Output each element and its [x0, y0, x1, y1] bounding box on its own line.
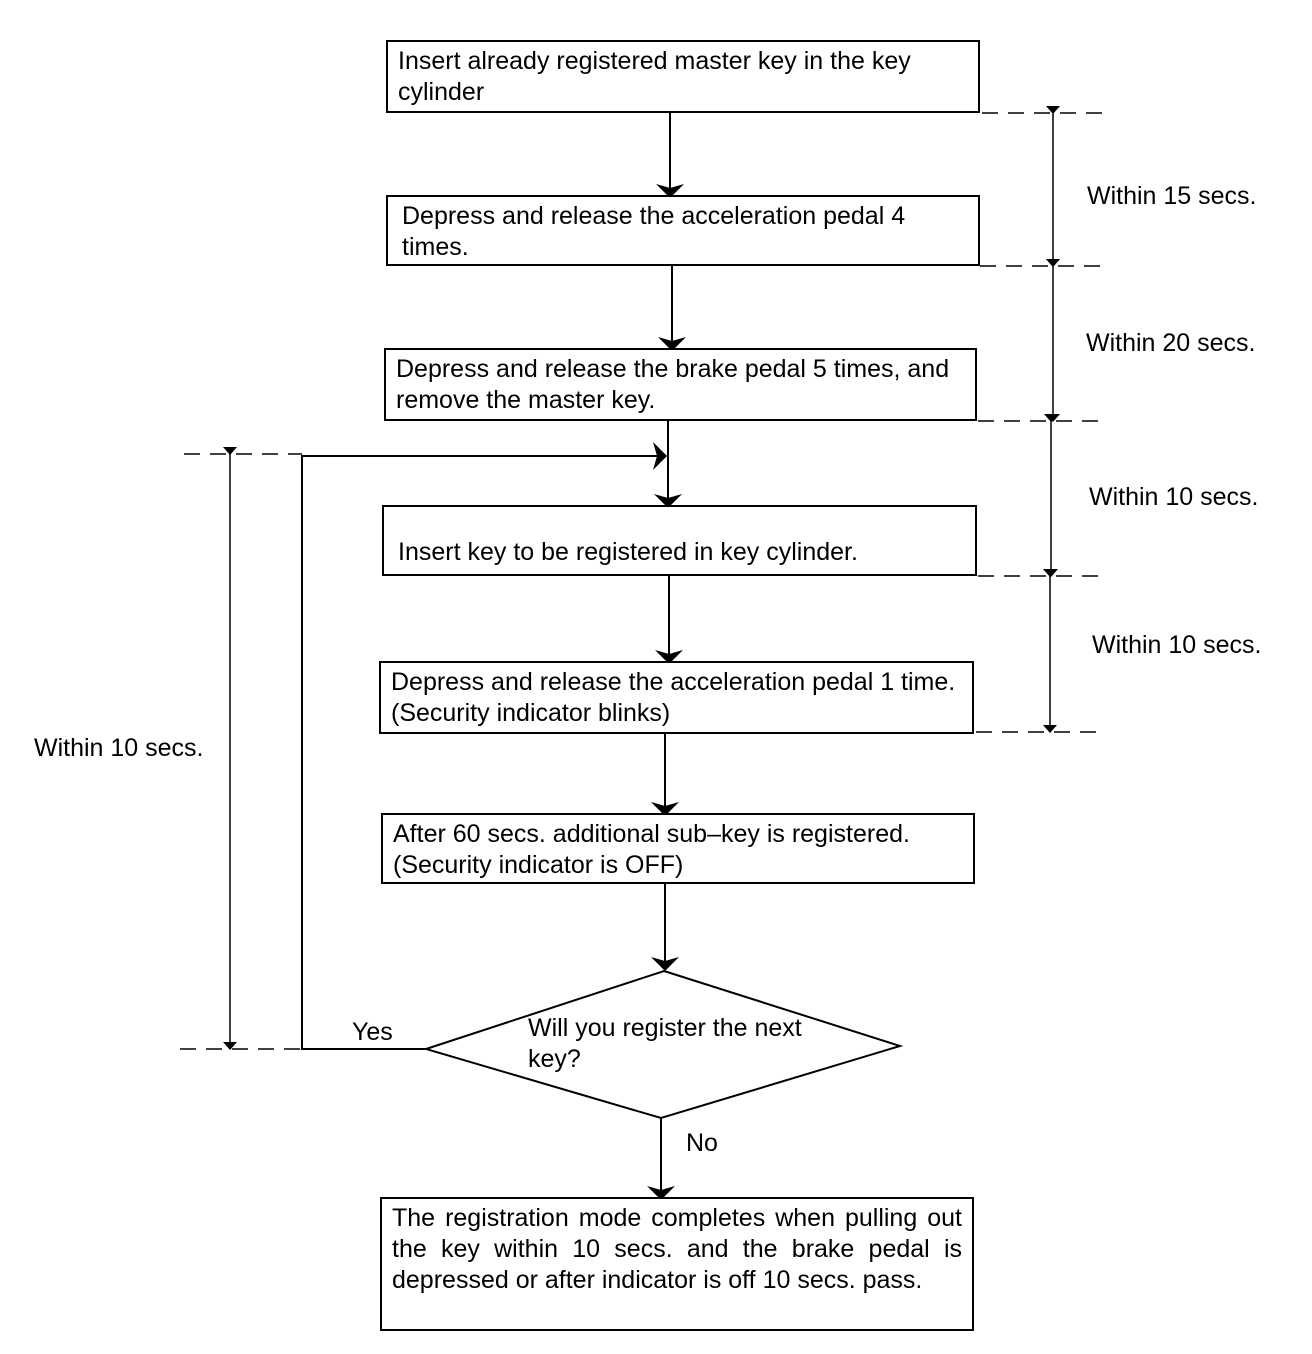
step-registration-complete: The registration mode completes when pul…	[380, 1197, 974, 1331]
loop-back-line	[301, 442, 667, 1050]
timing-label-10s-b: Within 10 secs.	[1092, 631, 1262, 659]
step-accel-pedal-4-times: Depress and release the acceleration ped…	[386, 195, 980, 266]
timing-label-10s-a: Within 10 secs.	[1089, 483, 1259, 511]
step-insert-master-key: Insert already registered master key in …	[386, 40, 980, 113]
timing-label-20s: Within 20 secs.	[1086, 329, 1256, 357]
decision-diamond	[422, 969, 904, 1120]
step-insert-new-key: Insert key to be registered in key cylin…	[382, 505, 977, 576]
decision-question: Will you register the next key?	[528, 1014, 802, 1073]
decision-yes-label: Yes	[352, 1018, 393, 1046]
decision-no-label: No	[686, 1129, 718, 1157]
step-accel-pedal-1-time: Depress and release the acceleration ped…	[379, 661, 974, 734]
step-sub-key-registered: After 60 secs. additional sub–key is reg…	[381, 813, 975, 884]
timing-label-left: Within 10 secs.	[34, 734, 204, 762]
step-brake-pedal-5-times: Depress and release the brake pedal 5 ti…	[384, 348, 977, 421]
timing-label-15s: Within 15 secs.	[1087, 182, 1257, 210]
